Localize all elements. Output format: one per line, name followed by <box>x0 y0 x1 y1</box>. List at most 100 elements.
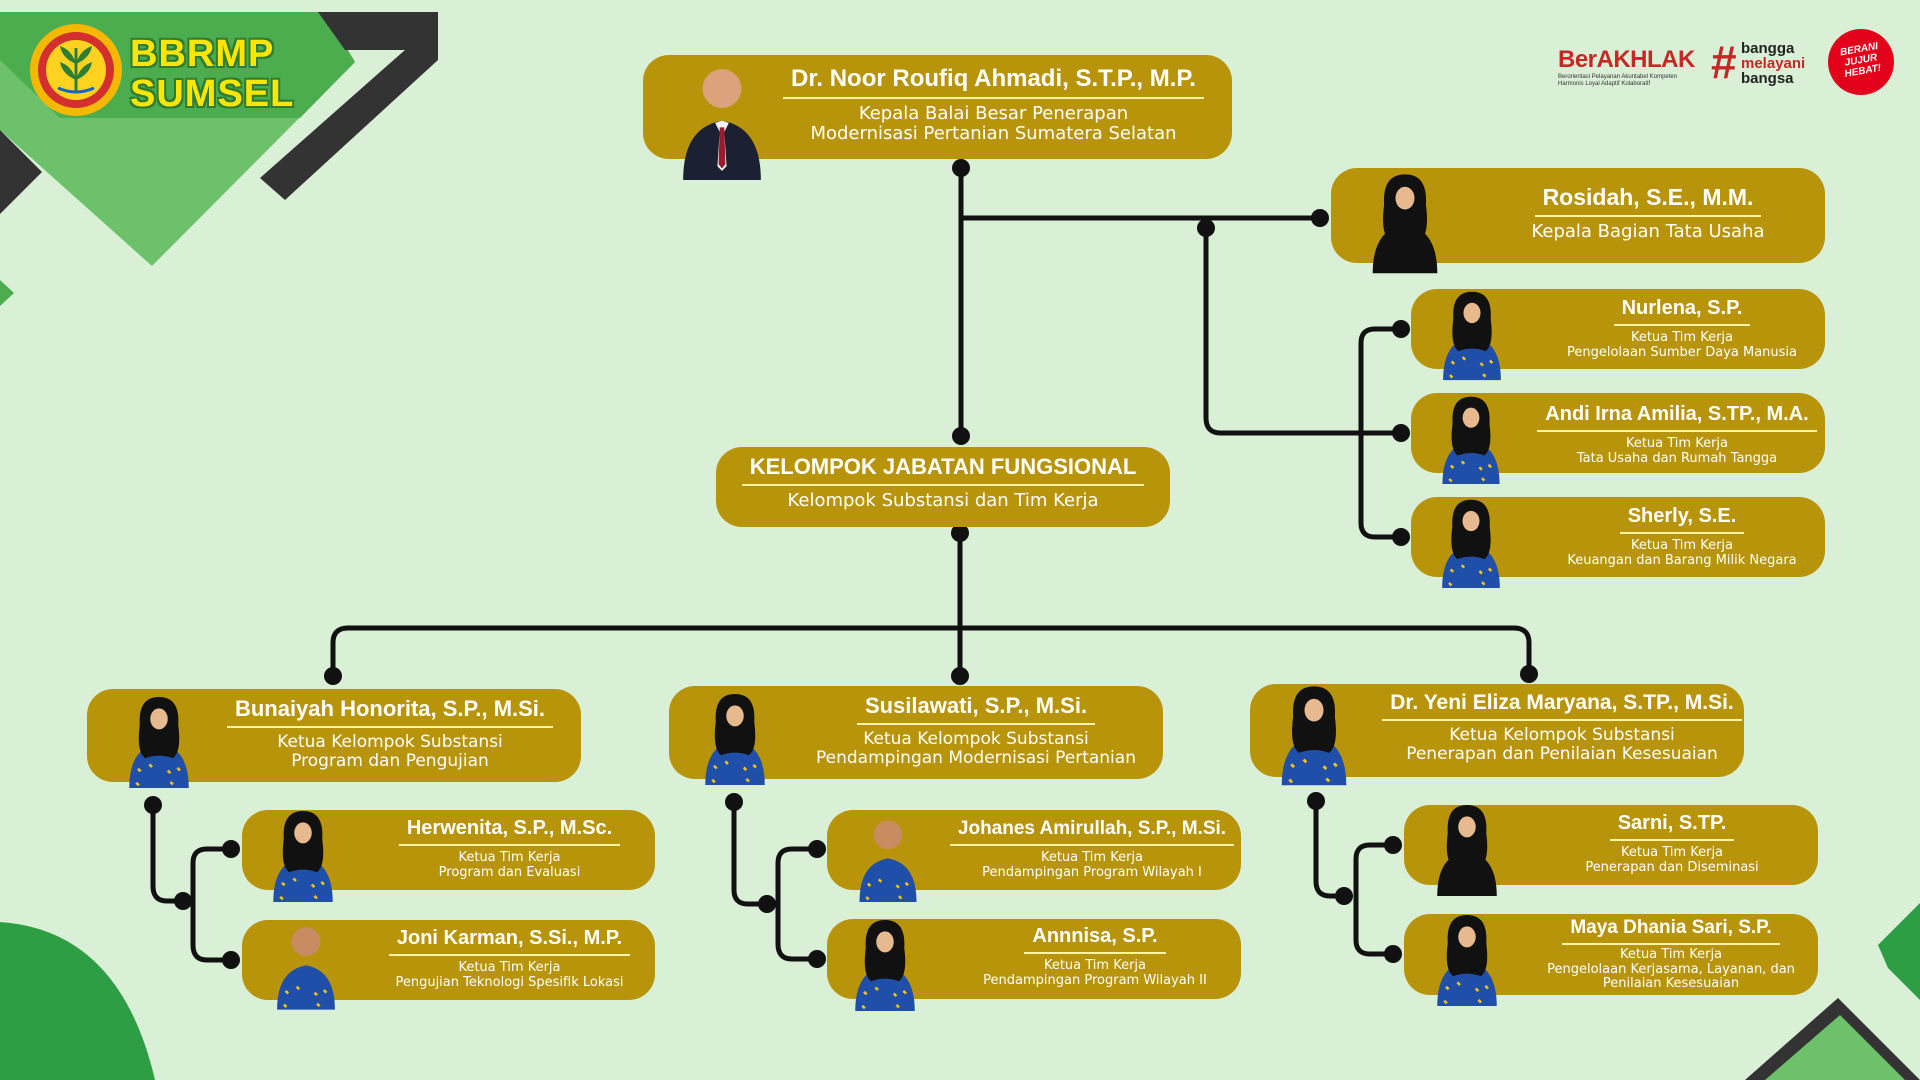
role-line: Keuangan dan Barang Milik Negara <box>1567 552 1797 568</box>
person-photo-icon <box>277 927 335 1010</box>
role-line: Pengelolaan Kerjasama, Layanan, dan <box>1547 961 1795 977</box>
role-line: Pendampingan Program Wilayah I <box>982 864 1202 880</box>
role-line: Penilaian Kesesuaian <box>1602 976 1740 992</box>
tu-role: Kepala Bagian Tata Usaha <box>1531 221 1765 242</box>
role-line: Ketua Kelompok Substansi <box>1449 725 1675 745</box>
person-photo-icon <box>273 811 333 902</box>
connector-group1-teams <box>150 802 234 963</box>
connector-tu-to-andi <box>1203 225 1404 436</box>
berakhlak-sub2: Harmonis Loyal Adaptif Kolaboratif <box>1558 81 1651 87</box>
team-role: Ketua Tim Kerja Pengelolaan Sumber Daya … <box>1566 330 1797 360</box>
photo-slot-group-3-team-1 <box>1432 796 1502 898</box>
bbrmp-logo-text: BBRMP SUMSEL <box>130 34 294 114</box>
photo-slot-group-3 <box>1276 673 1352 791</box>
connector-dot <box>222 840 240 858</box>
team-role: Ketua Tim Kerja Pendampingan Program Wil… <box>982 850 1202 880</box>
role-line: Ketua Tim Kerja <box>1630 330 1734 345</box>
person-photo-icon <box>1442 499 1500 588</box>
role-line: Modernisasi Pertanian Sumatera Selatan <box>810 123 1177 145</box>
team-name: Andi Irna Amilia, S.TP., M.A. <box>1537 403 1817 432</box>
team-name: Annnisa, S.P. <box>1024 925 1166 954</box>
logo-line-1: BBRMP <box>130 33 275 75</box>
head-name: Dr. Noor Roufiq Ahmadi, S.T.P., M.P. <box>783 65 1204 99</box>
team-role: Ketua Tim Kerja Program dan Evaluasi <box>439 850 581 880</box>
group-role: Ketua Kelompok Substansi Pendampingan Mo… <box>816 729 1136 769</box>
connector-group2-teams <box>731 799 820 962</box>
head-role: Kepala Balai Besar Penerapan Modernisasi… <box>810 103 1177 145</box>
logo-line-2: SUMSEL <box>130 73 295 115</box>
team-name: Sherly, S.E. <box>1619 505 1745 534</box>
bangga-line-2: melayani <box>1741 55 1806 72</box>
functional-name: KELOMPOK JABATAN FUNGSIONAL <box>741 454 1145 486</box>
dark-triangle-left <box>0 130 42 214</box>
person-photo-icon <box>705 694 765 785</box>
group-name: Susilawati, S.P., M.Si. <box>856 693 1096 725</box>
green-corner-right-top <box>1878 903 1920 1000</box>
dark-stripe <box>260 12 438 200</box>
connector-dot <box>808 950 826 968</box>
role-line: Pendampingan Program Wilayah II <box>983 972 1207 988</box>
team-name: Joni Karman, S.Si., M.P. <box>388 927 631 956</box>
person-photo-icon <box>1443 291 1501 381</box>
group-role: Ketua Kelompok Substansi Program dan Pen… <box>277 732 503 771</box>
connector-dot <box>1384 945 1402 963</box>
person-photo-icon <box>855 920 915 1011</box>
role-line: Kepala Balai Besar Penerapan <box>858 103 1129 124</box>
connector-dot <box>951 524 969 542</box>
role-line: Pengujian Teknologi Spesifik Lokasi <box>395 974 624 990</box>
green-triangle-left <box>0 280 14 306</box>
connector-dot <box>1335 887 1353 905</box>
person-photo-icon <box>1281 686 1347 786</box>
role-line: Kepala Bagian Tata Usaha <box>1531 221 1765 242</box>
photo-slot-head <box>660 52 784 180</box>
photo-slot-group-2-team-1 <box>850 808 926 902</box>
berakhlak-logo: BerAKHLAK Berorientasi Pelayanan Akuntab… <box>1558 46 1695 88</box>
green-corner-right <box>1765 1015 1905 1080</box>
role-line: Ketua Tim Kerja <box>1625 436 1729 451</box>
bangga-line-3: bangsa <box>1741 70 1794 87</box>
berani-badge-icon <box>1828 29 1894 95</box>
role-line: Ketua Tim Kerja <box>1040 850 1144 865</box>
person-photo-icon <box>1437 805 1497 896</box>
connector-dot <box>758 895 776 913</box>
hashtag-icon: # <box>1711 36 1737 88</box>
role-line: Ketua Tim Kerja <box>1619 947 1723 962</box>
connector-dot <box>1392 320 1410 338</box>
team-name: Johanes Amirullah, S.P., M.Si. <box>949 818 1235 846</box>
photo-slot-group-1-team-1 <box>268 803 338 903</box>
functional-role: Kelompok Substansi dan Tim Kerja <box>787 490 1099 511</box>
role-line: Pendampingan Modernisasi Pertanian <box>816 748 1136 769</box>
photo-slot-tu-team-2 <box>1436 390 1506 484</box>
team-name: Maya Dhania Sari, S.P. <box>1562 917 1780 945</box>
photo-slot-tu-team-3 <box>1437 493 1505 588</box>
role-line: Pengelolaan Sumber Daya Manusia <box>1566 344 1797 360</box>
connector-dot <box>144 796 162 814</box>
role-line: Ketua Tim Kerja <box>1630 538 1734 553</box>
photo-slot-tu <box>1367 165 1443 275</box>
role-line: Kelompok Substansi dan Tim Kerja <box>787 490 1099 511</box>
connector-dot <box>952 159 970 177</box>
connector-group3-teams <box>1313 798 1396 957</box>
team-name: Herwenita, S.P., M.Sc. <box>398 817 621 846</box>
person-photo-icon <box>1372 174 1438 274</box>
bangga-line-1: bangga <box>1741 40 1795 57</box>
green-corner-left <box>0 922 155 1080</box>
connector-dot <box>1197 219 1215 237</box>
role-line: Ketua Tim Kerja <box>458 850 561 865</box>
person-photo-icon <box>129 697 189 788</box>
connector-dot <box>951 667 969 685</box>
photo-slot-group-3-team-2 <box>1432 906 1502 1008</box>
card-group-3-team-2[interactable]: Maya Dhania Sari, S.P. Ketua Tim Kerja P… <box>1404 914 1818 995</box>
card-functional[interactable]: KELOMPOK JABATAN FUNGSIONAL Kelompok Sub… <box>716 447 1170 527</box>
role-line: Ketua Tim Kerja <box>1043 958 1147 973</box>
photo-slot-group-1-team-2 <box>272 914 340 1010</box>
role-line: Penerapan dan Diseminasi <box>1585 859 1759 875</box>
role-line: Ketua Tim Kerja <box>458 960 561 975</box>
connector-dot <box>324 667 342 685</box>
berakhlak-text: BerAKHLAK <box>1558 46 1695 73</box>
connector-tu-team-bracket <box>1358 326 1404 540</box>
photo-slot-tu-team-1 <box>1438 284 1506 381</box>
team-name: Sarni, S.TP. <box>1609 812 1735 841</box>
